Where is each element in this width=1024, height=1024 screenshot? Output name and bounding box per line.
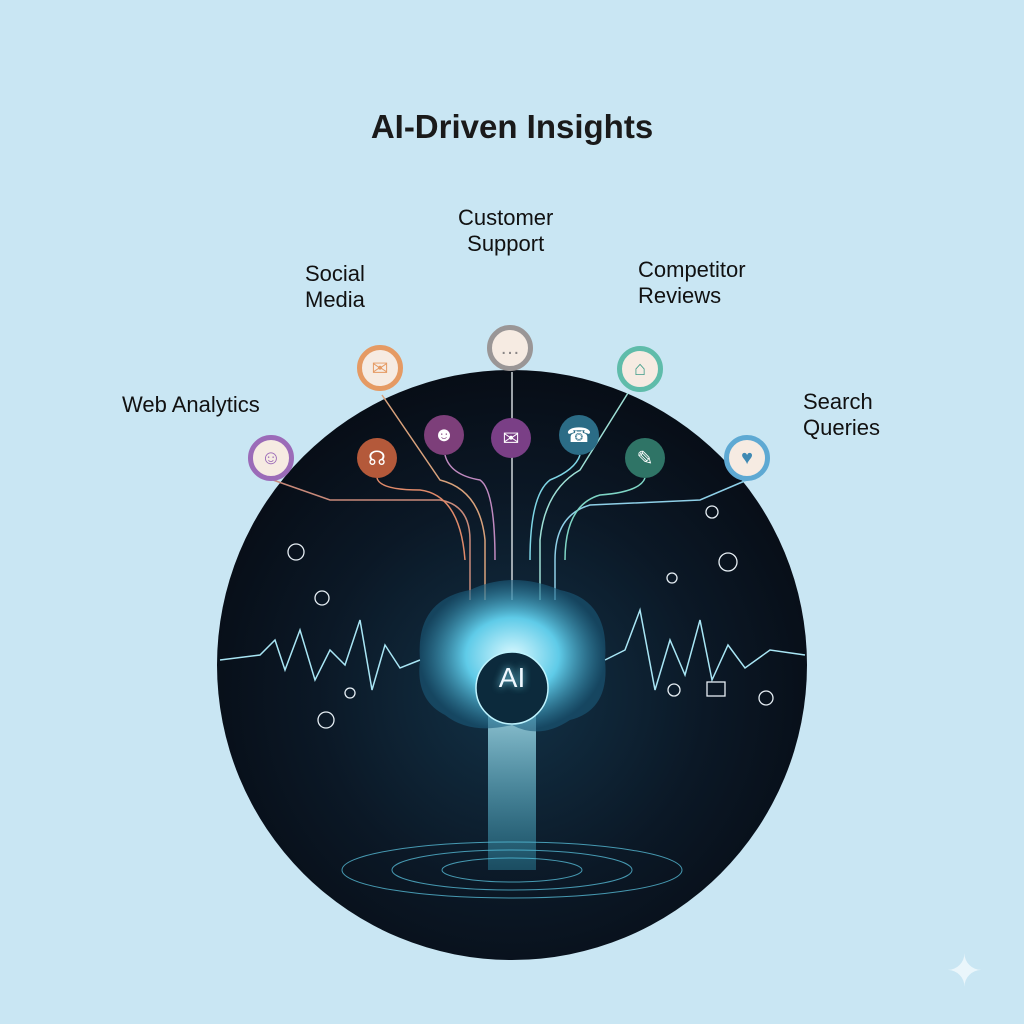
search-heart-icon[interactable]: ♥ xyxy=(724,435,770,481)
sparkle-icon: ✦ xyxy=(946,947,983,996)
envelope-icon: ✉ xyxy=(491,418,531,458)
support-agent-icon: ☎ xyxy=(559,415,599,455)
storefront-icon[interactable]: ⌂ xyxy=(617,346,663,392)
chat-bubble-icon[interactable]: … xyxy=(487,325,533,371)
wave-right xyxy=(604,607,806,691)
page-title: AI-Driven Insights xyxy=(370,108,654,145)
label-web-analytics: Web Analytics xyxy=(122,392,260,417)
headset-icon: ☊ xyxy=(357,438,397,478)
wave-left xyxy=(219,619,421,691)
connector-lines xyxy=(272,372,748,600)
ai-label: AI xyxy=(498,662,526,693)
small-icons xyxy=(287,505,774,729)
review-icon: ✎ xyxy=(625,438,665,478)
ai-core xyxy=(475,651,549,725)
user-analytics-icon[interactable]: ☺ xyxy=(248,435,294,481)
profile-camera-icon: ☻ xyxy=(424,415,464,455)
envelope-icon[interactable]: ✉ xyxy=(357,345,403,391)
